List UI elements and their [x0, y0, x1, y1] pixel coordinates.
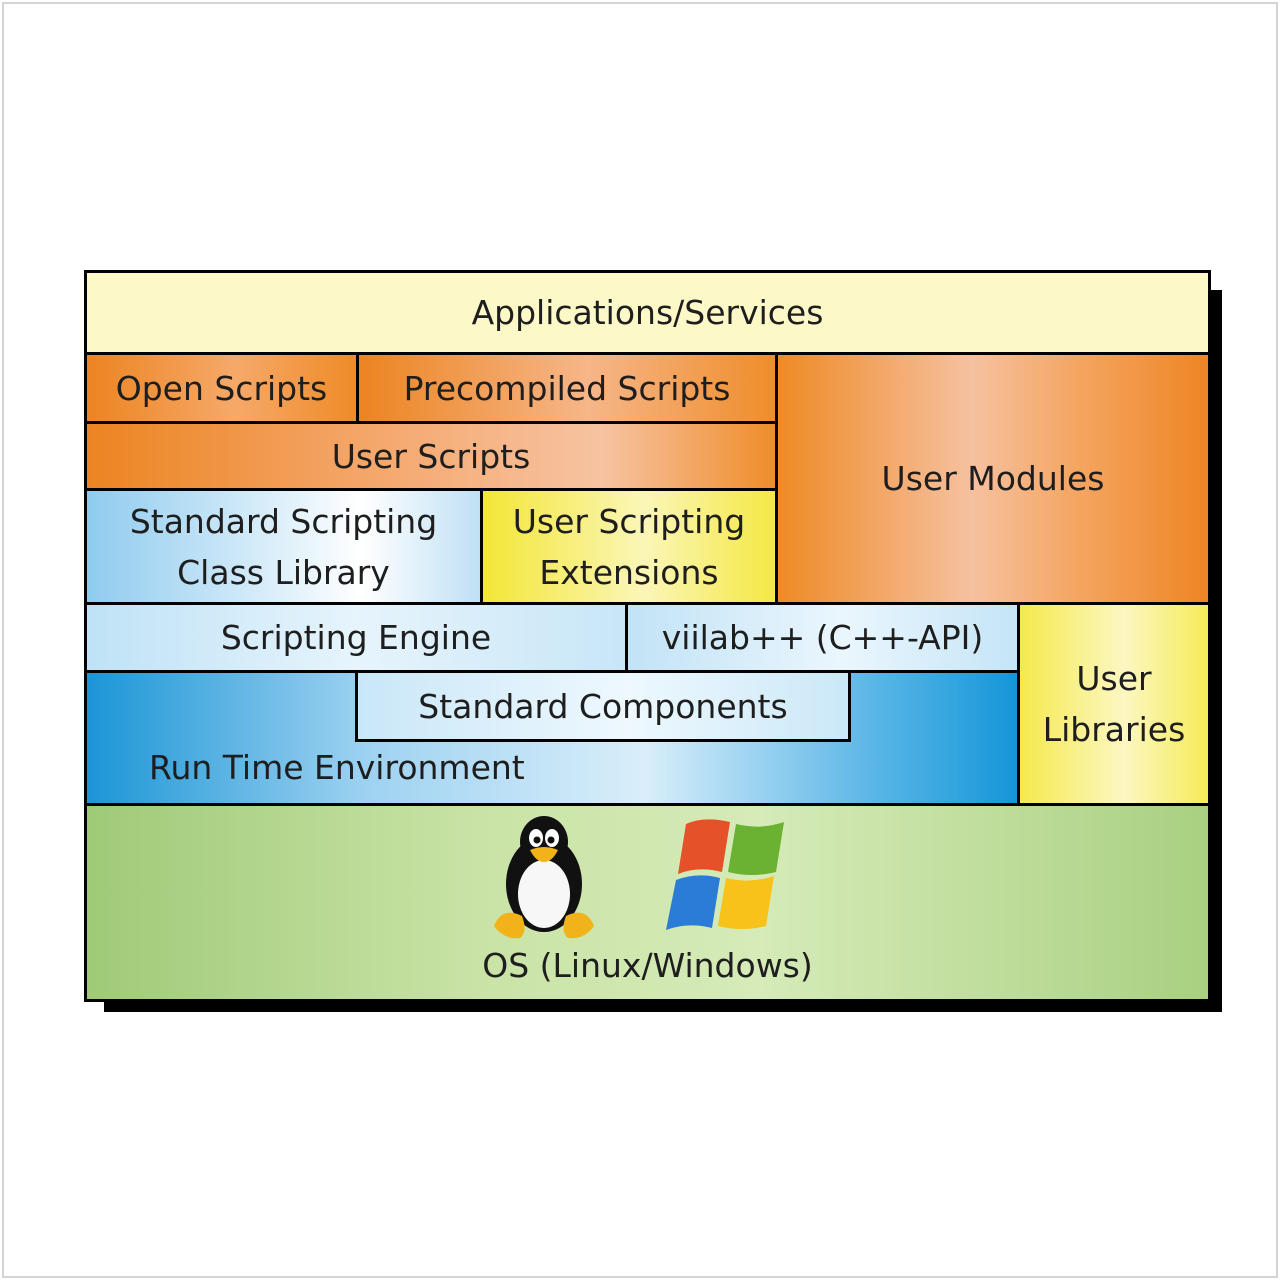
user-scripts-block: User Scripts	[87, 424, 775, 488]
architecture-diagram: Applications/Services Open Scripts Preco…	[84, 270, 1211, 1002]
standard-components-fill: Standard Components	[358, 673, 848, 739]
user-libraries-block: User Libraries	[1020, 605, 1208, 803]
open-scripts-label: Open Scripts	[115, 368, 328, 408]
extensions-label-line-2: Extensions	[539, 552, 719, 592]
user-modules-label: User Modules	[881, 459, 1105, 498]
user-modules-block: User Modules	[778, 355, 1208, 602]
open-scripts-block: Open Scripts	[87, 355, 356, 421]
applications-services-layer: Applications/Services	[87, 273, 1208, 352]
viilab-cpp-api-block: viilab++ (C++-API)	[628, 605, 1017, 670]
user-scripting-extensions-block: User Scripting Extensions	[483, 491, 775, 602]
standard-components-block: Standard Components	[355, 673, 851, 742]
standard-components-label: Standard Components	[418, 686, 788, 726]
linux-tux-icon	[494, 816, 594, 939]
user-libraries-label-line-2: Libraries	[1042, 710, 1186, 749]
os-label: OS (Linux/Windows)	[482, 946, 813, 985]
standard-scripting-class-library-block: Standard Scripting Class Library	[87, 491, 480, 602]
os-layer: OS (Linux/Windows)	[87, 806, 1208, 999]
run-time-environment-label: Run Time Environment	[149, 748, 525, 787]
user-scripts-label: User Scripts	[331, 436, 531, 476]
user-libraries-label-line-1: User	[1076, 659, 1152, 698]
viilab-cpp-api-label: viilab++ (C++-API)	[661, 618, 984, 657]
class-library-label-line-1: Standard Scripting	[129, 501, 438, 541]
precompiled-scripts-label: Precompiled Scripts	[403, 368, 731, 408]
class-library-label-line-2: Class Library	[177, 552, 390, 592]
scripting-engine-label: Scripting Engine	[220, 618, 492, 657]
applications-services-label: Applications/Services	[471, 293, 824, 332]
precompiled-scripts-block: Precompiled Scripts	[359, 355, 775, 421]
extensions-label-line-1: User Scripting	[512, 501, 746, 541]
windows-logo-icon	[666, 819, 784, 930]
scripting-engine-block: Scripting Engine	[87, 605, 625, 670]
